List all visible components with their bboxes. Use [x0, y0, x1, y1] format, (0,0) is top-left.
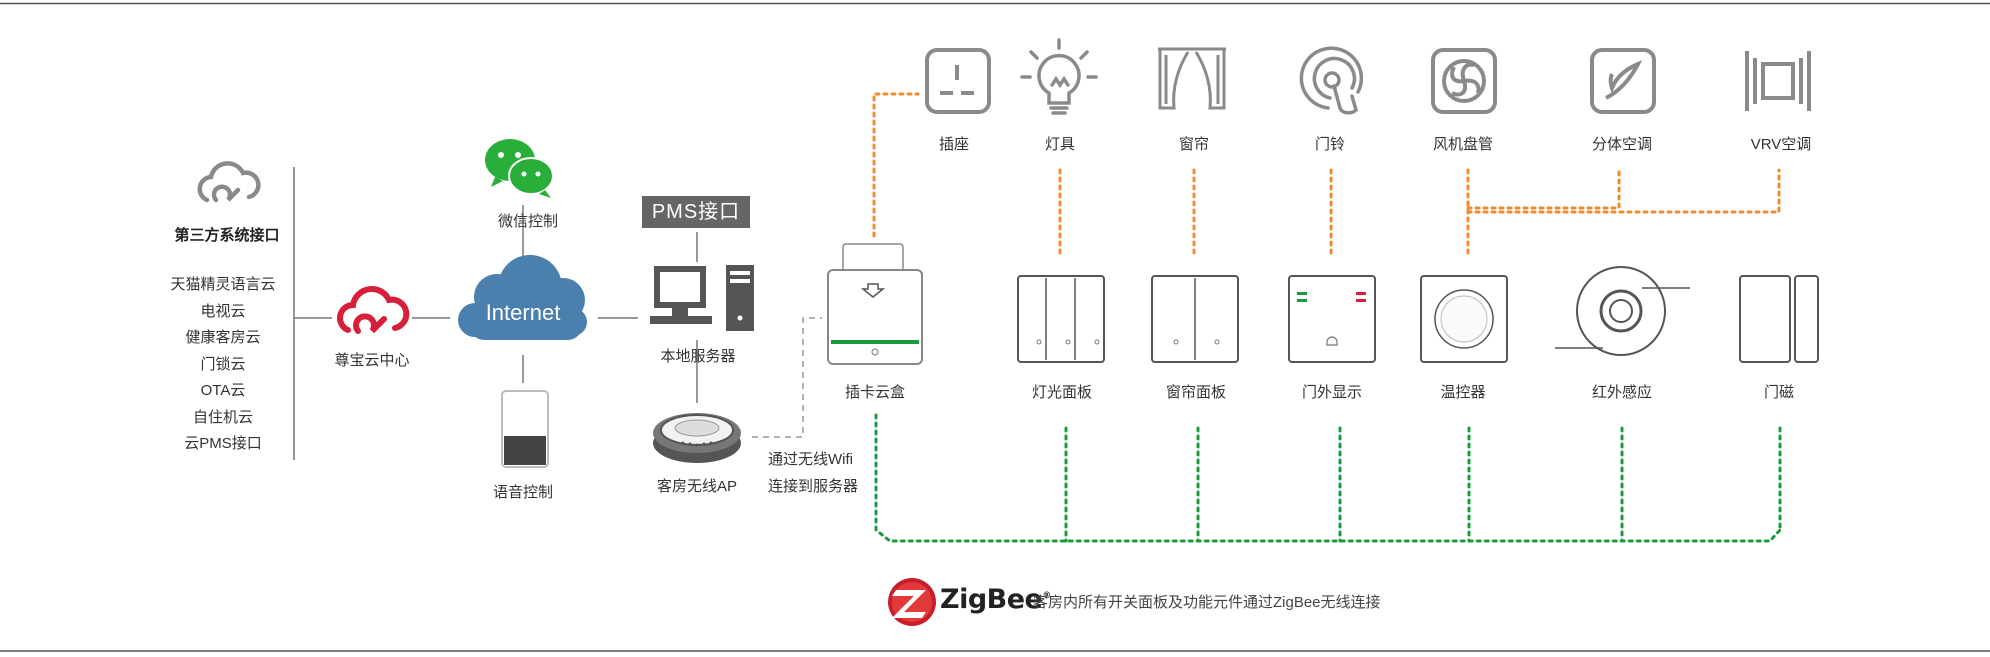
wifi-link	[752, 317, 822, 438]
zigbee-brand-name: ZigBee	[940, 584, 1043, 615]
device-label-light-panel: 灯光面板	[1031, 384, 1093, 401]
wifi-note-line: 通过无线Wifi	[768, 451, 853, 468]
device-label-lamp: 灯具	[1044, 136, 1076, 153]
local-server-icon	[650, 265, 754, 331]
third-party-item: 门锁云	[200, 355, 246, 373]
third-party-item: OTA云	[200, 382, 246, 399]
cloud-center-icon	[337, 286, 410, 334]
wechat-icon	[485, 139, 554, 198]
ap-label: 客房无线AP	[656, 478, 738, 495]
wifi-note-line: 连接到服务器	[768, 478, 859, 495]
device-label-fan-coil: 风机盘管	[1432, 136, 1494, 153]
card-box-label: 插卡云盒	[844, 384, 906, 401]
lamp-icon	[1020, 38, 1098, 115]
thermostat-icon	[1420, 275, 1508, 363]
wechat-label: 微信控制	[497, 213, 559, 230]
left-connectors	[293, 167, 698, 460]
device-label-door-magnet: 门磁	[1763, 384, 1795, 401]
curtain-panel-icon	[1151, 275, 1239, 363]
vrv-ac-icon	[1745, 51, 1811, 111]
local-server-label: 本地服务器	[660, 348, 736, 365]
wireless-ap-icon	[653, 413, 741, 463]
third-party-item: 天猫精灵语言云	[170, 276, 276, 293]
device-label-vrv-ac: VRV空调	[1750, 136, 1812, 153]
socket-icon	[925, 48, 991, 114]
device-label-socket: 插座	[938, 136, 970, 153]
curtain-icon	[1158, 47, 1226, 110]
internet-label: Internet	[485, 300, 561, 325]
device-label-split-ac: 分体空调	[1591, 136, 1653, 153]
device-label-infrared: 红外感应	[1591, 384, 1653, 401]
device-label-curtain-panel: 窗帘面板	[1165, 384, 1227, 401]
zigbee-trademark: ®	[1042, 591, 1051, 601]
zigbee-logo-icon	[888, 578, 936, 626]
third-party-item: 健康客房云	[185, 329, 261, 346]
cloud-center-label: 尊宝云中心	[334, 352, 410, 369]
third-party-list: 天猫精灵语言云 电视云 健康客房云 门锁云 OTA云 自住机云 云PMS接口	[170, 272, 275, 458]
split-ac-icon	[1590, 48, 1656, 114]
card-cloud-box-icon	[827, 243, 923, 365]
internet-cloud-icon	[458, 255, 587, 340]
voice-label: 语音控制	[492, 484, 554, 501]
third-party-item: 电视云	[200, 302, 246, 320]
device-label-curtain: 窗帘	[1178, 136, 1210, 153]
zigbee-description: 客房内所有开关面板及功能元件通过ZigBee无线连接	[1033, 594, 1381, 611]
device-label-thermostat: 温控器	[1440, 384, 1486, 401]
zigbee-brand: ZigBee®	[940, 584, 1051, 615]
pms-interface-badge: PMS接口	[642, 196, 750, 228]
zigbee-links	[874, 413, 1782, 543]
door-magnet-icon	[1739, 275, 1819, 363]
third-party-item: 云PMS接口	[184, 435, 262, 452]
smart-speaker-icon	[501, 390, 549, 468]
third-party-title: 第三方系统接口	[174, 227, 280, 244]
doorbell-icon	[1299, 46, 1364, 115]
third-party-item: 自住机云	[192, 408, 254, 426]
infrared-sensor-icon	[1555, 266, 1690, 356]
device-label-door-display: 门外显示	[1301, 384, 1363, 401]
device-label-doorbell: 门铃	[1314, 136, 1346, 153]
orange-links	[872, 92, 1781, 260]
door-display-icon	[1288, 275, 1376, 363]
third-party-cloud-icon	[197, 161, 261, 203]
light-panel-icon	[1017, 275, 1105, 363]
fan-coil-icon	[1431, 48, 1497, 114]
